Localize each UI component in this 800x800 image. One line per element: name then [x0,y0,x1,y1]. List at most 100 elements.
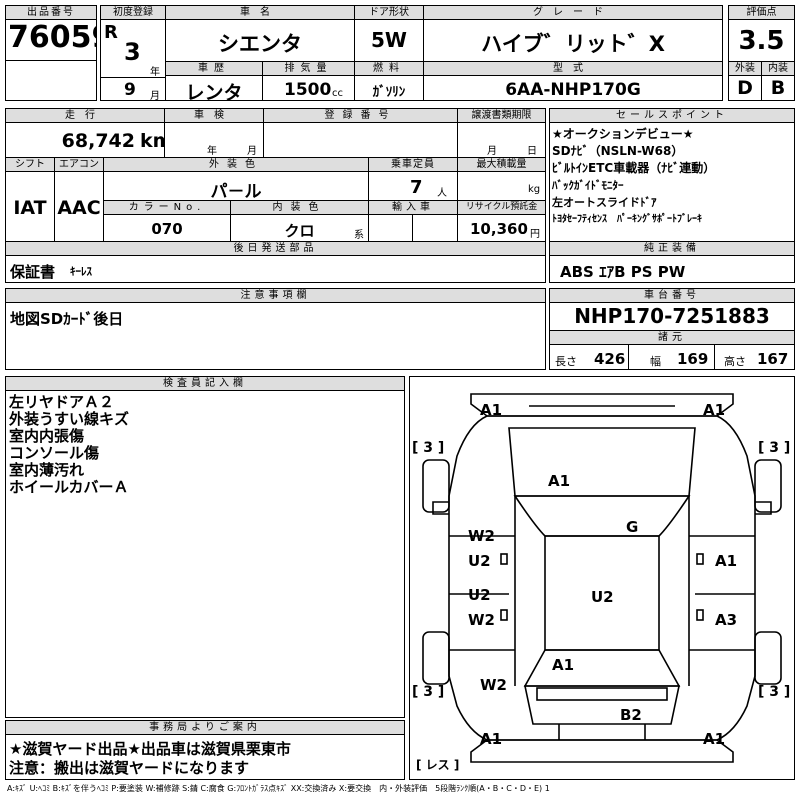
damage-mark: U2 [468,586,491,604]
grade-value: ハイブ゛リット゛X [481,32,665,56]
office-label: 事務局よりご案内 [5,720,405,735]
int-color-unit: 系 [354,230,364,241]
ext-grade-value: D [737,77,753,99]
chassis-value: NHP170-7251883 [574,304,770,328]
later-parts-sub: ｷｰﾚｽ [70,265,92,278]
transfer-day-unit: 日 [527,146,537,157]
int-grade-value: B [770,77,786,99]
era-value: R [104,22,118,43]
damage-mark: A1 [480,730,503,748]
height-label: 高さ [724,355,746,368]
displacement-value: 1500 [284,80,332,100]
shift-value: IAT [13,197,47,219]
lot-number-value: 76059 [8,20,96,55]
history-value: レンタ [185,82,243,104]
inspector-line: 外装うすい線キズ [9,410,130,428]
car-diagram-box [409,376,795,780]
inspector-line: ホイールカバーＡ [9,478,129,496]
inspector-line: 室内内張傷 [9,427,85,445]
mileage-label: 走行 [5,108,165,123]
ext-color-value: パ－ル [210,182,262,202]
mileage-value: 68,742 [61,130,135,152]
sales-point-item: ★オークションデビュー★ [552,127,694,141]
first-reg-label: 初度登録 [100,5,166,20]
inspector-lines: 左リヤドアＡ２ 外装うすい線キズ 室内内張傷 コンソール傷 室内薄汚れ ホイール… [9,394,129,496]
damage-mark: A1 [548,472,571,490]
month-unit: 月 [150,91,160,102]
capacity-label: 乗車定員 [368,157,458,172]
month-value: 9 [124,80,136,100]
length-value: 426 [594,350,626,368]
sales-points-box [549,108,795,242]
year-value: 3 [124,38,141,66]
colorno-value: 070 [151,220,183,238]
damage-mark: A1 [715,552,738,570]
score-label: 評価点 [728,5,795,20]
spare-tire-mark: [ レス ] [416,758,460,772]
inspector-line: 室内薄汚れ [9,461,85,479]
sales-points-label: セールスポイント [549,108,795,123]
recycle-value: 10,360 [470,220,528,238]
door-value: 5W [371,28,407,52]
load-unit: kg [528,184,541,195]
regno-label: 登録番号 [263,108,458,123]
body-outline [448,415,756,741]
later-parts-label: 後日発送部品 [5,241,546,256]
sales-point-item: 左オートスライドﾄﾞｱ [552,196,657,209]
front-bumper-outline [470,393,734,417]
later-parts-main: 保証書 [10,263,56,281]
car-name-label: 車名 [165,5,355,20]
sales-points-list: ★オークションデビュー★ SDﾅﾋﾞ（NSLN-W68） ﾋﾞﾙﾄｲﾝETC車載… [552,126,794,228]
car-name-value: シエンタ [218,32,302,56]
wheel-rear-left [422,631,450,685]
notes-value: 地図SDｶｰﾄﾞ後日 [10,310,124,328]
model-value: 6AA-NHP170G [505,80,641,100]
rear-gate-outline [524,685,680,725]
office-line1: ★滋賀ヤード出品★出品車は滋賀県栗東市 [9,740,291,758]
damage-mark: A1 [480,401,503,419]
damage-mark: W2 [468,611,495,629]
damage-mark: A3 [715,611,738,629]
displacement-label: 排気量 [262,61,355,76]
first-reg-box [100,5,166,101]
displacement-unit: cc [332,88,343,99]
colorno-label: カラーNo. [103,200,231,215]
notes-label: 注意事項欄 [5,288,546,303]
shift-label: シフト [5,157,55,172]
tire-mark: [ 3 ] [412,684,445,700]
model-label: 型式 [423,61,723,76]
score-value: 3.5 [738,26,785,56]
tire-mark: [ 3 ] [758,440,791,456]
lot-number-lower [5,60,97,101]
tire-mark: [ 3 ] [758,684,791,700]
length-label: 長さ [555,355,577,368]
width-value: 169 [677,350,709,368]
wheel-front-right [754,459,782,513]
import-label: 輸入車 [368,200,458,215]
damage-mark: A1 [703,401,726,419]
inspector-box [5,376,405,718]
sales-point-item: ﾋﾞﾙﾄｲﾝETC車載器（ﾅﾋﾞ連動） [552,161,716,175]
sales-point-item: ﾊﾞｯｸｶﾞｲﾄﾞﾓﾆﾀｰ [552,179,624,192]
inspector-line: 左リヤドアＡ２ [9,393,115,411]
inspector-line: コンソール傷 [9,444,100,462]
fuel-label: 燃料 [354,61,424,76]
ac-label: エアコン [54,157,104,172]
height-value: 167 [757,350,789,368]
damage-mark: A1 [703,730,726,748]
ext-color-label: 外装色 [103,157,369,172]
tire-mark: [ 3 ] [412,440,445,456]
rear-glass-outline [523,649,681,687]
int-grade-label: 内装 [761,61,795,76]
int-color-value: クロ [284,222,315,240]
width-label: 幅 [650,355,661,368]
capacity-value: 7 [410,177,423,198]
int-color-label: 内装色 [230,200,369,215]
sales-point-item: ﾄﾖﾀｾｰﾌﾃｨｾﾝｽ ﾊﾟｰｷﾝｸﾞｻﾎﾟｰﾄﾌﾞﾚｰｷ [552,214,702,225]
ac-value: AAC [57,197,101,219]
inspection-month-unit: 月 [247,146,257,157]
inspector-label: 検査員記入欄 [5,376,405,391]
load-label: 最大積載量 [457,157,546,172]
car-diagram [422,393,782,763]
windshield-outline [513,495,691,537]
